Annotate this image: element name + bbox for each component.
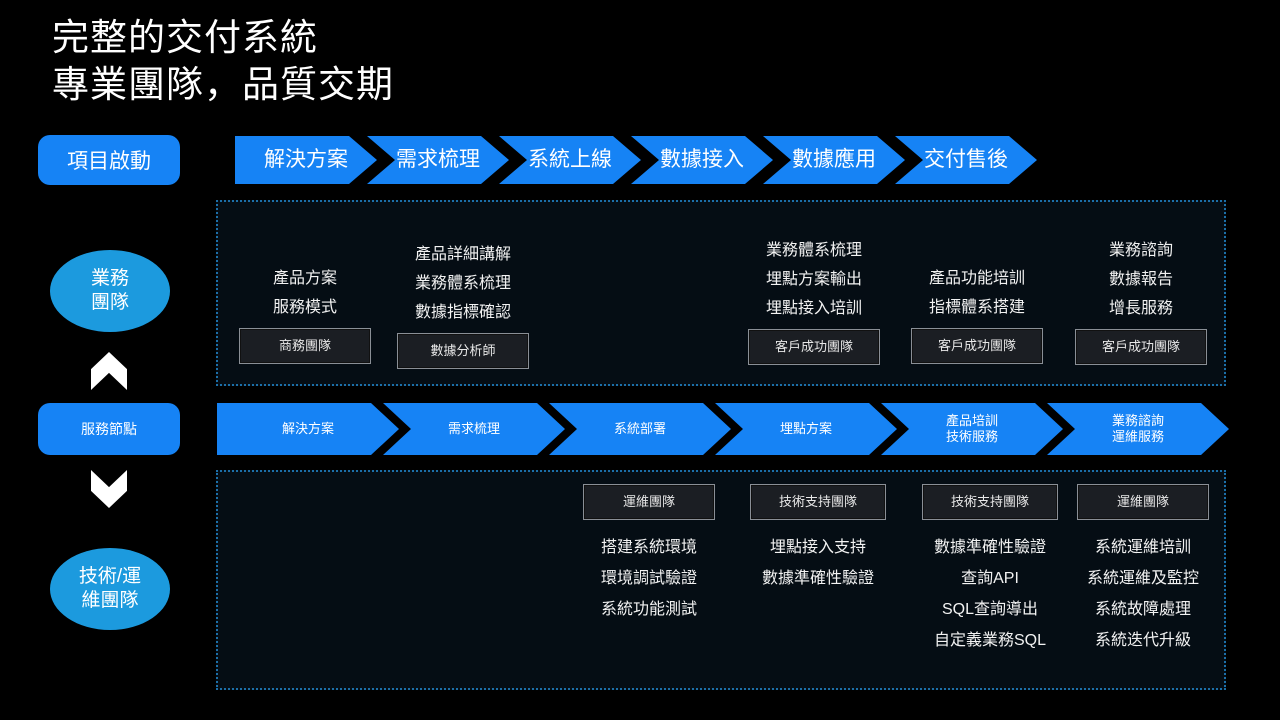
service-node-6-label-1: 業務諮詢	[1111, 413, 1164, 429]
top-phase-5[interactable]: 數據應用	[763, 136, 905, 184]
task-item: 查詢API	[961, 570, 1019, 587]
service-node-5-label-1: 產品培訓	[945, 413, 998, 429]
title-line-1: 完整的交付系統	[52, 17, 318, 58]
task-item: 系統運維及監控	[1086, 570, 1199, 587]
service-node-4-label: 埋點方案	[779, 421, 832, 437]
task-item: 產品方案	[272, 270, 337, 287]
tech-column-4: 運維團隊 系統運維培訓 系統運維及監控 系統故障處理 系統迭代升級	[1070, 484, 1216, 656]
top-phase-1[interactable]: 解決方案	[235, 136, 377, 184]
role-badge[interactable]: 運維團隊	[1077, 484, 1209, 520]
service-node-4[interactable]: 埋點方案	[715, 403, 897, 455]
task-item: 指標體系搭建	[928, 299, 1025, 316]
task-item: 業務體系梳理	[765, 242, 862, 259]
title-line-2: 專業團隊，品質交期	[52, 64, 394, 105]
service-node-5[interactable]: 產品培訓 技術服務	[881, 403, 1063, 455]
task-item: 產品詳細講解	[414, 246, 511, 263]
top-phase-6[interactable]: 交付售後	[895, 136, 1037, 184]
service-node-pill[interactable]: 服務節點	[38, 403, 180, 455]
service-node-band: 解決方案 需求梳理 系統部署 埋點方案 產品培訓 技術服務 業務諮詢 運維服務	[217, 403, 1229, 455]
role-badge[interactable]: 客戶成功團隊	[748, 329, 880, 365]
task-item: 系統故障處理	[1094, 601, 1191, 618]
business-column-1: 產品方案 服務模式 商務團隊	[232, 264, 378, 364]
business-team-panel	[216, 200, 1226, 386]
task-item: 數據報告	[1108, 271, 1173, 288]
business-team-line-1: 業務	[90, 268, 129, 290]
business-column-3: 業務體系梳理 埋點方案輸出 埋點接入培訓 客戶成功團隊	[741, 236, 887, 365]
task-item: 環境調試驗證	[600, 570, 697, 587]
task-item: 數據指標確認	[414, 304, 511, 321]
top-phase-1-label: 解決方案	[264, 148, 348, 172]
page-title: 完整的交付系統 專業團隊，品質交期	[52, 14, 394, 108]
business-column-4: 產品功能培訓 指標體系搭建 客戶成功團隊	[904, 264, 1050, 364]
task-item: 服務模式	[272, 299, 337, 316]
task-item: 增長服務	[1108, 300, 1173, 317]
task-item: 埋點接入支持	[769, 539, 866, 556]
top-phase-4[interactable]: 數據接入	[631, 136, 773, 184]
service-node-5-label-2: 技術服務	[945, 429, 998, 444]
role-badge[interactable]: 客戶成功團隊	[911, 328, 1043, 364]
task-item: 業務體系梳理	[414, 275, 511, 292]
top-phase-6-label: 交付售後	[924, 148, 1008, 172]
start-pill[interactable]: 項目啟動	[38, 135, 180, 185]
service-node-6[interactable]: 業務諮詢 運維服務	[1047, 403, 1229, 455]
task-item: 搭建系統環境	[600, 539, 697, 556]
business-team-line-2: 團隊	[90, 292, 129, 313]
tech-team-ellipse[interactable]: 技術/運 維團隊	[50, 548, 170, 630]
service-node-6-label-2: 運維服務	[1111, 429, 1164, 444]
task-item: 系統迭代升級	[1094, 632, 1191, 649]
top-phase-2-label: 需求梳理	[396, 148, 480, 172]
top-phase-5-label: 數據應用	[792, 148, 876, 172]
top-phase-4-label: 數據接入	[660, 148, 744, 172]
tech-team-line-1: 技術/運	[78, 566, 142, 588]
chevron-up-icon	[91, 352, 127, 390]
role-badge[interactable]: 客戶成功團隊	[1075, 329, 1207, 365]
service-node-3-label: 系統部署	[613, 421, 666, 437]
top-phase-2[interactable]: 需求梳理	[367, 136, 509, 184]
task-item: 系統運維培訓	[1094, 539, 1191, 556]
service-node-1[interactable]: 解決方案	[217, 403, 399, 455]
task-item: 業務諮詢	[1108, 242, 1173, 259]
role-badge[interactable]: 技術支持團隊	[750, 484, 886, 520]
service-node-label: 服務節點	[81, 421, 137, 437]
tech-team-line-2: 維團隊	[81, 590, 139, 611]
service-node-2[interactable]: 需求梳理	[383, 403, 565, 455]
task-item: 埋點方案輸出	[765, 271, 862, 288]
task-item: 數據準確性驗證	[761, 570, 874, 587]
business-column-5: 業務諮詢 數據報告 增長服務 客戶成功團隊	[1068, 236, 1214, 365]
tech-column-2: 技術支持團隊 埋點接入支持 數據準確性驗證	[740, 484, 896, 594]
tech-column-3: 技術支持團隊 數據準確性驗證 查詢API SQL查詢導出 自定義業務SQL	[912, 484, 1068, 656]
role-badge[interactable]: 技術支持團隊	[922, 484, 1058, 520]
role-badge[interactable]: 商務團隊	[239, 328, 371, 364]
role-badge[interactable]: 數據分析師	[397, 333, 529, 369]
task-item: 系統功能測試	[600, 601, 697, 618]
top-phase-3-label: 系統上線	[528, 148, 612, 172]
task-item: 自定義業務SQL	[933, 632, 1047, 649]
task-item: 產品功能培訓	[928, 270, 1025, 287]
task-item: 埋點接入培訓	[765, 300, 862, 317]
business-column-2: 產品詳細講解 業務體系梳理 數據指標確認 數據分析師	[390, 240, 536, 369]
service-node-1-label: 解決方案	[281, 421, 334, 437]
role-badge[interactable]: 運維團隊	[583, 484, 715, 520]
start-pill-label: 項目啟動	[67, 150, 151, 173]
top-phase-band: 解決方案 需求梳理 系統上線 數據接入 數據應用 交付售後	[235, 136, 1037, 184]
task-item: SQL查詢導出	[941, 601, 1039, 618]
service-node-3[interactable]: 系統部署	[549, 403, 731, 455]
task-item: 數據準確性驗證	[933, 539, 1046, 556]
service-node-2-label: 需求梳理	[447, 421, 500, 437]
business-team-ellipse[interactable]: 業務 團隊	[50, 250, 170, 332]
top-phase-3[interactable]: 系統上線	[499, 136, 641, 184]
chevron-down-icon	[91, 470, 127, 508]
tech-column-1: 運維團隊 搭建系統環境 環境調試驗證 系統功能測試	[576, 484, 722, 625]
